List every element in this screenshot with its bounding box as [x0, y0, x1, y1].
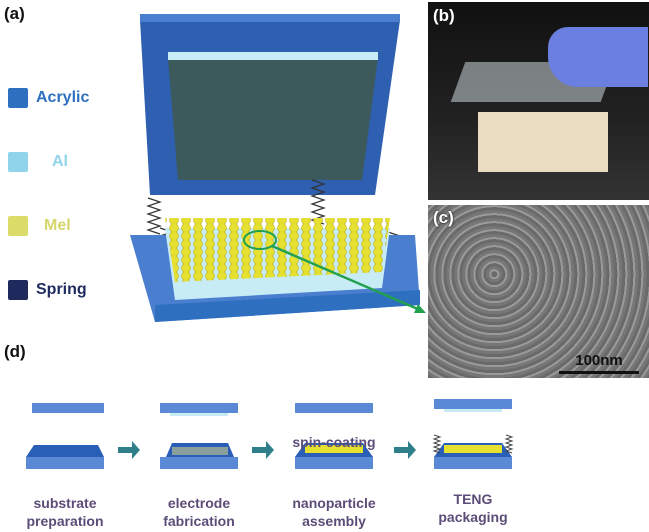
legend-item-mel: Mel	[8, 194, 89, 258]
legend-label: Acrylic	[36, 89, 90, 106]
mel-cube-icon	[8, 216, 28, 236]
sem-image: 100nm	[428, 205, 649, 378]
step-teng-packaging: TENG packaging	[398, 490, 548, 526]
scale-bar: 100nm	[559, 352, 639, 374]
step-substrate-preparation: substrate preparation	[0, 494, 140, 530]
step-label-line1: substrate	[33, 495, 97, 511]
panel-label-b: (b)	[433, 6, 455, 25]
step-label-line1: TENG	[453, 491, 493, 507]
step-label-line2: packaging	[438, 509, 508, 525]
step-label-line1: electrode	[167, 495, 231, 511]
legend-label: Spring	[36, 281, 87, 298]
step-label-line1: nanoparticle	[292, 495, 376, 511]
teng-device-illustration	[130, 14, 426, 322]
step-label-line2: preparation	[26, 513, 104, 529]
photo-melamine-film	[478, 112, 608, 172]
spring-cube-icon	[8, 280, 28, 300]
legend: Acrylic Al Mel Spring	[8, 66, 89, 322]
panel-label-a: (a)	[4, 4, 25, 23]
spin-coating-annotation: spin-coating	[292, 434, 376, 450]
step-label-line2: assembly	[302, 513, 366, 529]
panel-label-d: (d)	[4, 342, 26, 361]
process-diagram	[26, 399, 514, 469]
al-cube-icon	[8, 152, 28, 172]
legend-label: Mel	[44, 217, 71, 234]
top-al-electrode	[168, 58, 378, 180]
step-label-line2: fabrication	[163, 513, 235, 529]
legend-item-spring: Spring	[8, 258, 89, 322]
panel-label-c: (c)	[433, 208, 454, 227]
device-photo	[428, 2, 649, 200]
step-nanoparticle-assembly: nanoparticle assembly	[259, 494, 409, 530]
legend-label: Al	[52, 153, 68, 170]
glove-hand	[548, 27, 648, 87]
step-electrode-fabrication: electrode fabrication	[124, 494, 274, 530]
melamine-nanoparticles	[165, 218, 390, 282]
arrow-icon	[252, 441, 274, 459]
zoom-pointer-arrow	[271, 244, 421, 312]
legend-item-acrylic: Acrylic	[8, 66, 89, 130]
arrow-icon	[394, 441, 416, 459]
arrow-icon	[118, 441, 140, 459]
scale-bar-label: 100nm	[575, 352, 623, 369]
legend-item-al: Al	[8, 130, 89, 194]
acrylic-cube-icon	[8, 88, 28, 108]
zoom-circle	[243, 230, 277, 250]
